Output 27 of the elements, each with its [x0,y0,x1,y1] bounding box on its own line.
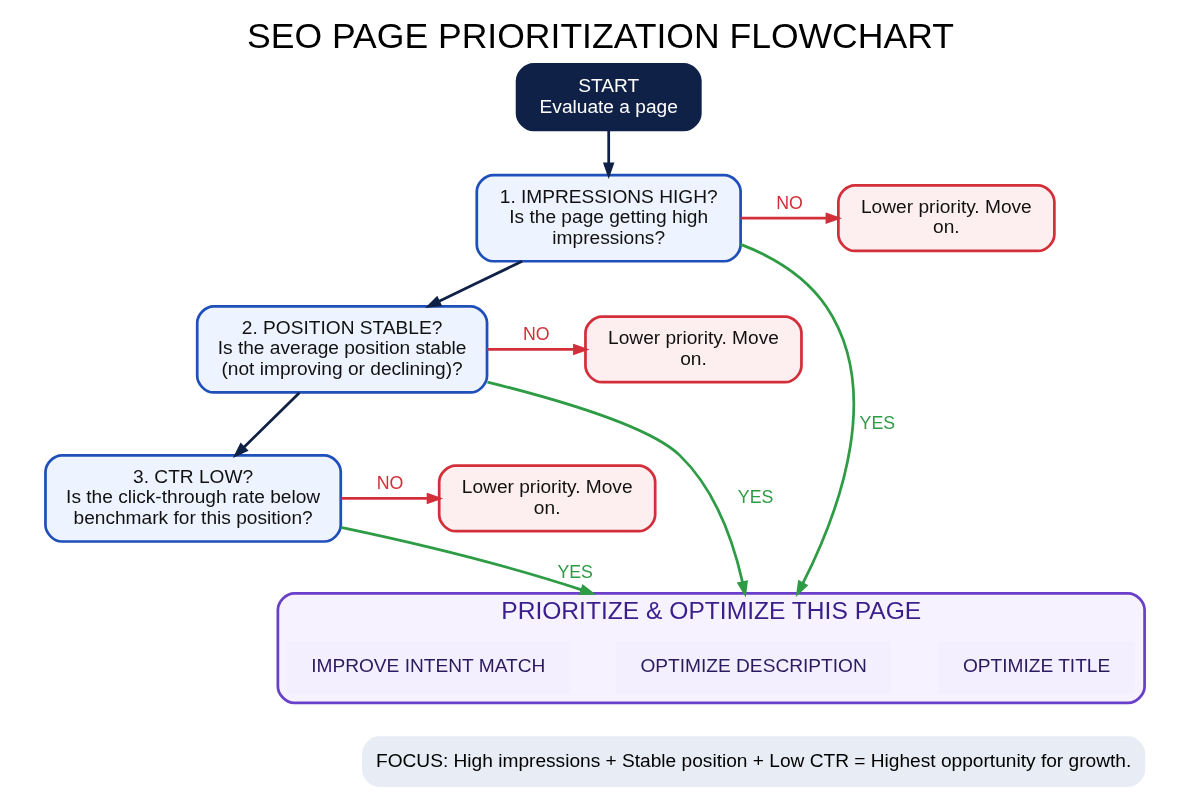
node-text: OPTIMIZE DESCRIPTION [639,655,867,677]
arrow [602,130,614,179]
edge-label: YES [556,561,593,582]
diagram-title: SEO PAGE PRIORITIZATION FLOWCHART [246,15,954,56]
node-box: 1. IMPRESSIONS HIGH? Is the page getting high impressions? [474,173,742,263]
edge-label: YES [737,487,773,508]
node-text: IMPROVE INTENT MATCH [310,655,545,677]
arrow [486,343,589,356]
arrow [232,391,300,459]
arrow [739,243,855,598]
node-box: Lower priority. Move on. [836,184,1056,253]
node-box: 2. POSITION STABLE? Is the average position stable (not improving or declining)? [195,305,488,394]
node-box: START Evaluate a page [515,63,702,132]
arrow [740,212,842,224]
arrow [340,526,596,595]
node-box: Lower priority. Move on. [437,464,657,533]
edge-label: NO [522,324,550,345]
edge-label: NO [775,193,803,214]
arrow [424,260,523,309]
arrow [340,492,443,505]
label: FOCUS: High impressions + Stable position + Low CTR = Highest opportunity for growth. [375,749,1131,771]
edge-label: YES [859,412,895,433]
node-box: Lower priority. Move on. [583,315,803,384]
arrow [486,380,748,598]
edge-label: NO [376,473,403,494]
node-text: OPTIMIZE TITLE [962,655,1110,677]
node-box: 3. CTR LOW? Is the click-through rate below benchmark for this position? [43,454,342,543]
